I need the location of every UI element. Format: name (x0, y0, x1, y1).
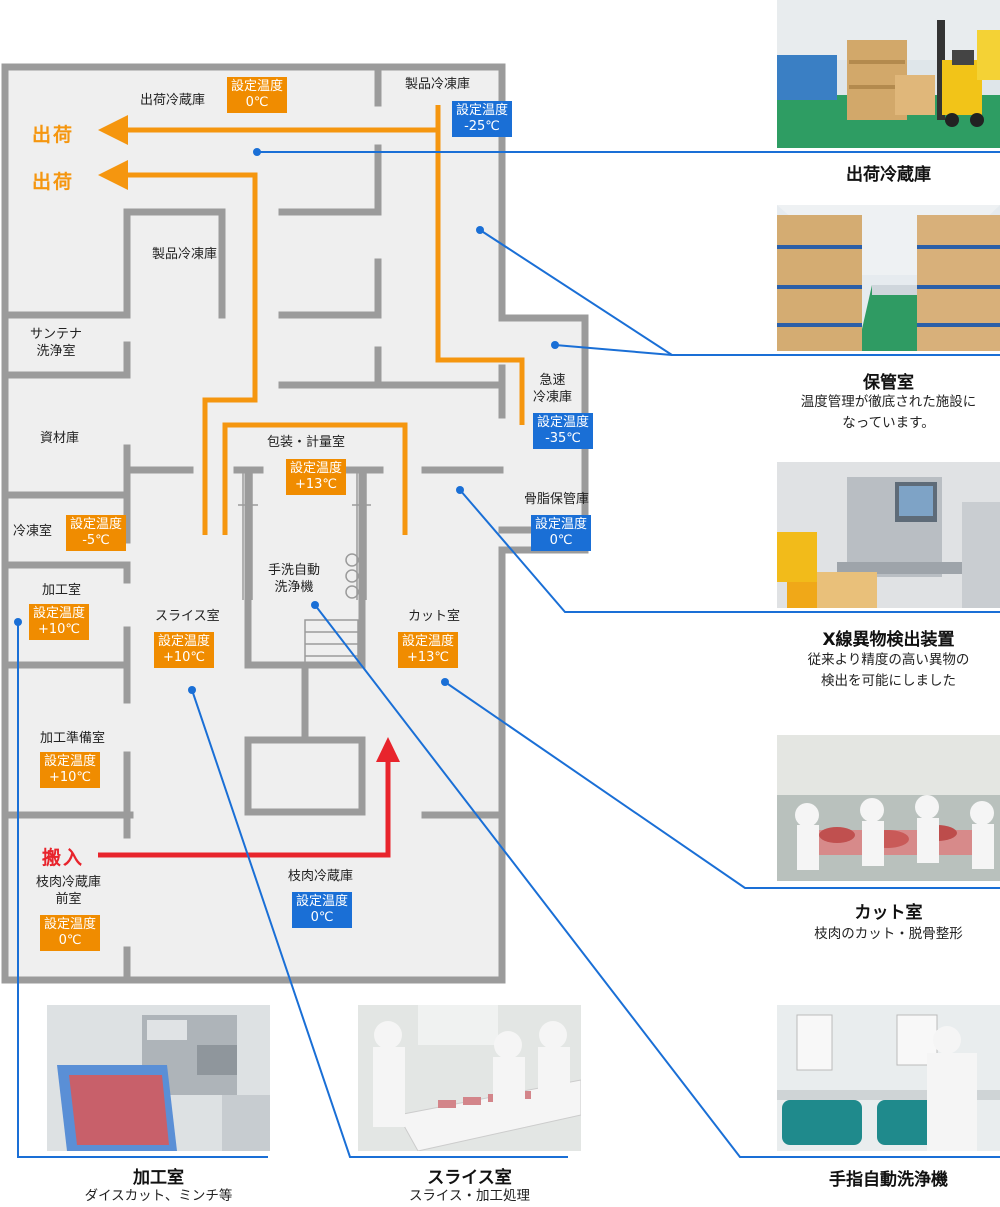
caption-xray-title: X線異物検出装置 (822, 630, 955, 650)
leader-processing (17, 622, 268, 1158)
shipping-label-1: 出荷 (32, 124, 75, 146)
shipping-route-2 (98, 160, 258, 535)
room-slice-label: スライス室 (155, 609, 220, 624)
room-fixtures (238, 470, 371, 666)
leader-xray (459, 489, 1000, 613)
caption-storage-title: 保管室 (863, 373, 914, 393)
room-container-wash-label: サンテナ洗浄室 (30, 327, 83, 359)
room-carcass-ante-label: 枝肉冷蔵庫前室 (36, 875, 102, 907)
temp-badge-prep: 設定温度+10℃ (40, 752, 101, 788)
leader-handwash (314, 604, 1000, 1158)
temp-badge-processing: 設定温度+10℃ (29, 604, 90, 640)
photo-shipping-cold (777, 0, 1000, 148)
temp-badge-packing: 設定温度+13℃ (286, 459, 347, 495)
incoming-flow (98, 737, 400, 858)
callout-lines (17, 151, 1000, 1158)
temp-badge-slice: 設定温度+10℃ (154, 632, 215, 668)
caption-cut-title: カット室 (854, 903, 923, 923)
caption-slice-title: スライス室 (427, 1168, 512, 1188)
photo-handwash (777, 1005, 1000, 1151)
caption-xray-desc: 従来より精度の高い異物の検出を可能にしました (807, 652, 970, 689)
caption-handwash-title: 手指自動洗浄機 (829, 1170, 948, 1190)
temp-badge-cut: 設定温度+13℃ (398, 632, 459, 668)
temp-badge-product-freezer: 設定温度-25℃ (452, 101, 513, 137)
room-handwash-label: 手洗自動洗浄機 (268, 563, 321, 595)
photo-storage (777, 205, 1000, 351)
caption-processing-desc: ダイスカット、ミンチ等 (84, 1188, 233, 1204)
photo-slice (358, 1005, 581, 1151)
caption-slice-desc: スライス・加工処理 (408, 1188, 531, 1204)
room-prep-label: 加工準備室 (40, 731, 106, 746)
photo-xray (777, 462, 1000, 608)
caption-cut-desc: 枝肉のカット・脱骨整形 (814, 926, 963, 942)
room-packing-label: 包装・計量室 (267, 435, 346, 450)
shipping-label-2: 出荷 (32, 171, 75, 193)
caption-processing-title: 加工室 (133, 1168, 184, 1188)
leader-cut (444, 681, 1000, 889)
photo-cut-room (777, 735, 1000, 881)
callout-dots (14, 148, 559, 694)
temp-badge-rapid-freezer: 設定温度-35℃ (533, 413, 594, 449)
room-rapid-freezer-label: 急速冷凍庫 (533, 373, 573, 405)
room-materials-label: 資材庫 (40, 431, 80, 446)
room-processing-label: 加工室 (42, 583, 82, 598)
shipping-flow (98, 105, 525, 535)
leader-slice (191, 689, 568, 1158)
caption-shipping-cold-title: 出荷冷蔵庫 (846, 165, 931, 185)
photo-processing (47, 1005, 270, 1151)
room-product-freezer-top-label: 製品冷凍庫 (405, 77, 471, 92)
room-cut-label: カット室 (408, 609, 461, 624)
incoming-label: 搬入 (42, 847, 85, 869)
temp-badge-freezer-small: 設定温度-5℃ (66, 515, 127, 551)
leader-storage-b (554, 344, 673, 356)
room-shipping-cold-label: 出荷冷蔵庫 (140, 93, 206, 108)
caption-storage-desc: 温度管理が徹底された施設になっています。 (800, 394, 977, 431)
room-freezer-small-label: 冷凍室 (13, 524, 53, 539)
room-bone-fat-label: 骨脂保管庫 (524, 492, 590, 507)
shipping-route-3 (222, 422, 408, 535)
room-product-freezer-mid-label: 製品冷凍庫 (152, 247, 218, 262)
shipping-route-1 (113, 105, 525, 425)
room-carcass-cold-label: 枝肉冷蔵庫 (288, 869, 354, 884)
incoming-arrowhead (376, 737, 400, 762)
